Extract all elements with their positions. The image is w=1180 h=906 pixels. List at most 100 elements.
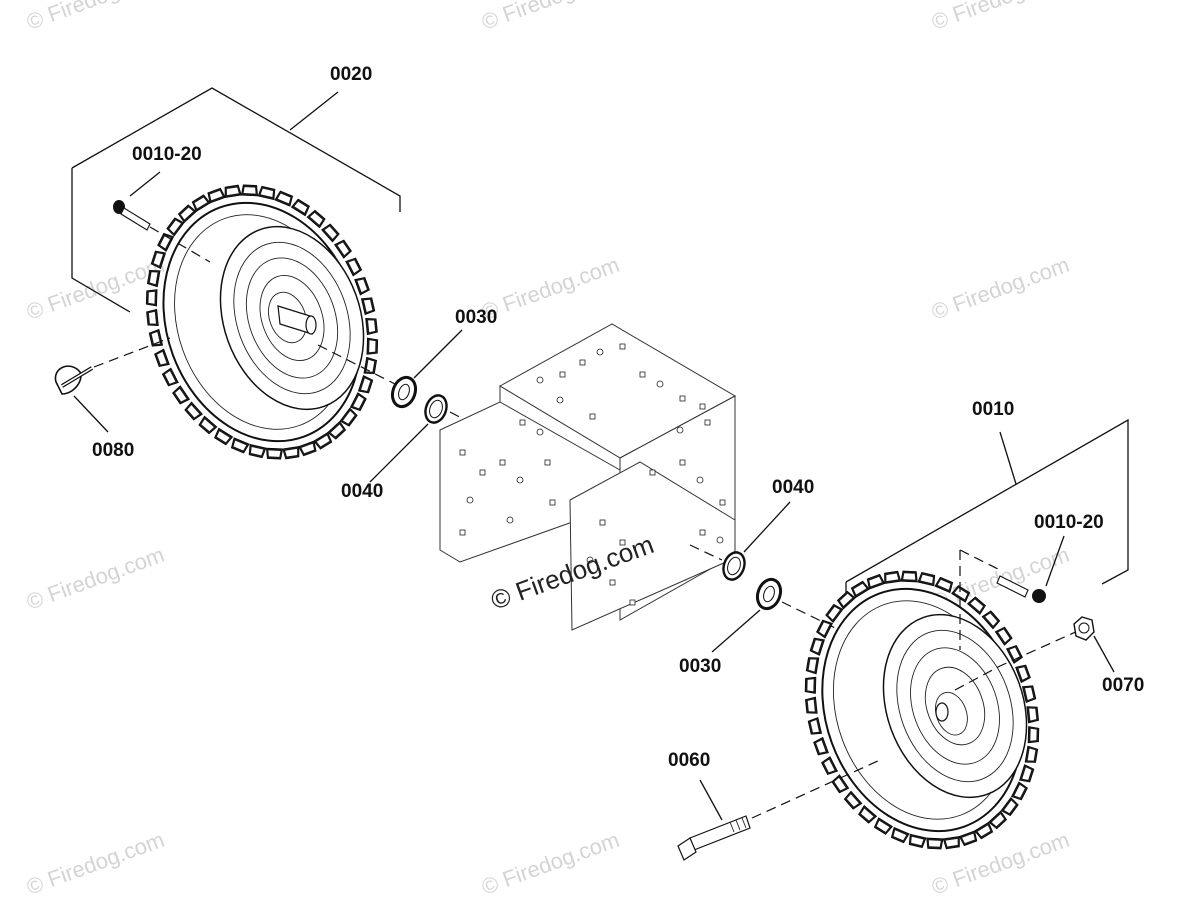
part-label-0070: 0070 xyxy=(1102,675,1144,696)
tread-lug xyxy=(1000,797,1020,818)
part-labels: 0020 0010-20 0080 0030 0040 0010 0040 00… xyxy=(92,64,1144,771)
chassis-hole xyxy=(699,403,706,410)
tread-lug xyxy=(212,427,234,447)
tread-lug xyxy=(153,348,170,369)
chassis-hole xyxy=(704,419,711,426)
tread-lug xyxy=(165,216,185,237)
chassis-hole xyxy=(639,371,646,378)
tread-lug xyxy=(306,208,327,229)
lynch-pin xyxy=(54,365,94,395)
tread-lug xyxy=(313,432,334,451)
tread-lug xyxy=(339,407,359,428)
chassis-hole xyxy=(544,459,551,466)
tread-lug xyxy=(321,222,341,243)
chassis-hole xyxy=(599,519,606,526)
tread-lug xyxy=(334,238,353,259)
tread-lug xyxy=(197,415,218,436)
chassis-hole xyxy=(699,529,706,536)
chassis-hole xyxy=(549,499,556,506)
chassis-frame: © Firedog.com xyxy=(439,323,737,631)
tread-lug xyxy=(1011,781,1029,802)
part-label-0010-20-left: 0010-20 xyxy=(132,144,202,165)
watermark-text: © Firedog.com xyxy=(23,827,167,900)
watermark-text: © Firedog.com xyxy=(928,0,1072,35)
tread-lug xyxy=(161,367,179,388)
part-label-0040-right: 0040 xyxy=(772,477,814,498)
tread-lug xyxy=(994,625,1014,646)
tread-lug xyxy=(171,385,190,406)
part-label-0040-left: 0040 xyxy=(341,481,383,502)
chassis-hole xyxy=(676,426,684,434)
part-label-0030-left: 0030 xyxy=(455,307,497,328)
leader-line xyxy=(289,91,339,131)
bracket-line xyxy=(845,418,1129,585)
tread-lug xyxy=(205,187,226,204)
washer-0030-left xyxy=(390,375,418,409)
tread-lug xyxy=(907,833,927,849)
tread-lug xyxy=(274,189,295,207)
chassis-hole xyxy=(586,556,594,564)
chassis-hole xyxy=(459,449,466,456)
tread-lug xyxy=(1024,745,1039,765)
watermark-text: © Firedog.com xyxy=(23,0,167,35)
tread-lug xyxy=(145,308,159,328)
chassis-hole xyxy=(499,459,506,466)
tread-lug xyxy=(820,756,838,777)
hitch-pin-left xyxy=(113,200,151,231)
chassis-hole xyxy=(596,348,604,356)
tread-lug xyxy=(849,579,870,599)
tread-lug xyxy=(148,328,164,349)
tread-lug xyxy=(974,821,995,841)
tread-lug xyxy=(925,837,944,850)
washer-0030-right xyxy=(755,577,783,611)
chassis-hole xyxy=(479,469,486,476)
tread-lug xyxy=(229,437,250,455)
chassis-hole xyxy=(519,419,526,426)
chassis-hole xyxy=(629,599,636,606)
tread-lug xyxy=(247,443,267,459)
tread-lug xyxy=(958,830,979,847)
left-wheel-assembly xyxy=(54,87,501,483)
tread-lug xyxy=(345,256,363,277)
watermark-text: © Firedog.com xyxy=(478,252,622,325)
tread-lug xyxy=(872,817,893,836)
tread-lug xyxy=(290,197,312,217)
tread-lug xyxy=(354,275,371,296)
tread-lug xyxy=(366,337,379,356)
tread-lug xyxy=(988,810,1009,831)
tread-lug xyxy=(804,696,818,715)
chassis-hole xyxy=(609,579,616,586)
chassis-hole xyxy=(696,476,704,484)
tread-lug xyxy=(812,736,829,757)
tread-lug xyxy=(815,618,833,639)
tread-lug xyxy=(327,420,348,441)
part-label-0010-20-right: 0010-20 xyxy=(1034,512,1104,533)
chassis-hole xyxy=(459,529,466,536)
chassis-hole xyxy=(506,516,514,524)
hex-nut xyxy=(1073,616,1095,641)
tread-lug xyxy=(257,185,277,201)
tread-lug xyxy=(824,602,844,623)
watermark-text: © Firedog.com xyxy=(928,252,1072,325)
part-label-0030-right: 0030 xyxy=(679,656,721,677)
part-label-0060: 0060 xyxy=(668,750,710,771)
part-label-0010: 0010 xyxy=(972,399,1014,420)
tread-lug xyxy=(807,716,823,737)
tread-lug xyxy=(190,193,211,212)
tread-lug xyxy=(223,184,242,198)
bracket-line xyxy=(71,87,401,212)
watermark-text: © Firedog.com xyxy=(478,827,622,900)
chassis-hole xyxy=(516,476,524,484)
tread-lug xyxy=(1019,764,1035,784)
watermark-text: © Firedog.com xyxy=(23,542,167,615)
watermark-text: © Firedog.com xyxy=(478,0,622,35)
tread-lug xyxy=(942,835,962,850)
part-label-0020: 0020 xyxy=(330,64,372,85)
bracket-line xyxy=(71,168,131,313)
tread-lug xyxy=(882,570,902,585)
tread-lug xyxy=(360,295,376,316)
hitch-pin-right xyxy=(996,575,1046,603)
tread-lug xyxy=(835,589,856,610)
chassis-hole xyxy=(536,376,544,384)
chassis-hole xyxy=(716,536,724,544)
